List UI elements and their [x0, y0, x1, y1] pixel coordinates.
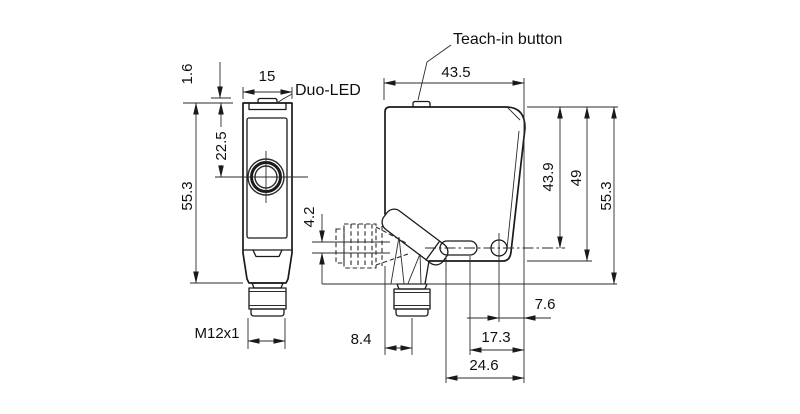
dim-lens-center-value: 22.5 — [213, 131, 230, 160]
dim-side-width-value: 43.5 — [441, 64, 470, 81]
side-connector-lip — [395, 308, 429, 317]
front-body-outline — [242, 102, 293, 284]
text-gap — [180, 176, 195, 216]
swivel-connector-barrel — [381, 208, 449, 266]
dim-side-height-value: 55.3 — [598, 181, 615, 210]
dim-hole-front-value: 7.6 — [535, 296, 556, 313]
side-housing-edge — [424, 260, 430, 285]
swivel-connector-ring — [425, 241, 440, 261]
side-connector-body — [393, 288, 431, 310]
duo-led-leader — [276, 93, 293, 104]
dim-axis-offset-value: 4.2 — [301, 207, 318, 228]
connector-alt-position-dashed — [335, 223, 409, 269]
dimension-lines — [183, 62, 618, 383]
dim-connector-offset-value: 8.4 — [351, 331, 372, 348]
side-body-outline — [384, 106, 526, 262]
duo-led-label: Duo-LED — [295, 82, 361, 99]
text-gap — [213, 127, 229, 165]
dim-led-height-value: 1.6 — [179, 64, 196, 85]
teach-in-button-label: Teach-in button — [453, 31, 562, 48]
teach-in-leader — [417, 44, 452, 101]
front-connector-lip — [250, 308, 285, 317]
side-connector-neck — [396, 283, 428, 290]
dim-front-width-value: 15 — [259, 68, 276, 85]
front-top-step — [248, 102, 287, 111]
side-front-face-inner-line — [506, 130, 520, 250]
duo-led-bump — [257, 97, 278, 104]
annotations: Teach-in button Duo-LED 15 1.6 22.5 55.3… — [179, 31, 615, 374]
front-panel — [246, 117, 288, 239]
dim-front-height-value: 55.3 — [179, 181, 196, 210]
leader-lines — [276, 44, 452, 104]
side-corner-chamfer — [507, 107, 521, 121]
rotation-sweep-lines — [390, 236, 422, 284]
teach-in-button-bump — [412, 100, 431, 108]
front-view — [215, 97, 308, 317]
dim-slot-far-value: 24.6 — [469, 357, 498, 374]
dim-slot-near-value: 17.3 — [481, 329, 510, 346]
front-mounting-notch — [252, 249, 283, 258]
dim-hole-axis-value: 43.9 — [540, 162, 557, 191]
side-view — [335, 100, 565, 317]
dim-thread-value: M12x1 — [194, 325, 239, 342]
dim-depth-value: 49 — [568, 170, 585, 187]
